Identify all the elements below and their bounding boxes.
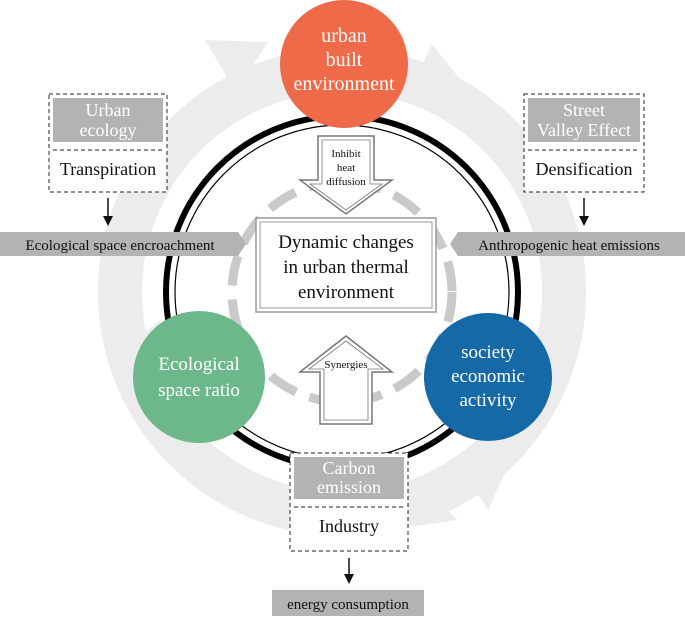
center-title-line1: Dynamic changes	[278, 232, 414, 253]
node-left-line1: Ecological	[158, 354, 239, 375]
inhibit-label-line3: diffusion	[326, 176, 366, 188]
node-top-line2: built	[326, 49, 363, 71]
box-carbon-header-line2: emission	[317, 477, 381, 497]
node-right-line1: society	[461, 342, 515, 363]
inhibit-label-line2: heat	[337, 162, 355, 174]
box-street-header-line2: Valley Effect	[537, 120, 631, 140]
cycle-arrowhead-bottom-right	[462, 440, 520, 510]
box-urban-ecology-header-line2: ecology	[80, 120, 137, 140]
bar-ecological-space-encroachment: Ecological space encroachment	[0, 232, 246, 256]
box-street-body: Densification	[536, 159, 633, 179]
box-street-header-line1: Street	[563, 100, 605, 120]
node-left-line2: space ratio	[158, 380, 240, 401]
center-title-line2: in urban thermal	[283, 257, 409, 278]
inhibit-arrow: Inhibit heat diffusion	[297, 135, 395, 215]
bar-right-label: Anthropogenic heat emissions	[478, 238, 660, 254]
synergies-label: Synergies	[324, 359, 367, 371]
synergies-arrow: Synergies	[297, 335, 395, 425]
box-carbon-body: Industry	[319, 516, 379, 536]
box-street-valley-effect: Street Valley Effect Densification	[523, 93, 645, 193]
dashed-gray-ring	[227, 177, 457, 407]
bar-left-label: Ecological space encroachment	[25, 238, 215, 254]
arrow-down-industry	[344, 558, 354, 584]
box-carbon-emission: Carbon emission Industry	[289, 452, 409, 552]
bar-anthropogenic-heat-emissions: Anthropogenic heat emissions	[450, 232, 685, 256]
node-right-line3: activity	[460, 390, 517, 411]
node-top-line3: environment	[293, 73, 395, 95]
node-top-line1: urban	[321, 25, 367, 47]
box-carbon-header-line1: Carbon	[323, 458, 376, 478]
cycle-arrowhead-top-left	[205, 40, 268, 92]
cycle-arrowhead-top-right	[408, 44, 470, 96]
box-urban-ecology-body: Transpiration	[60, 159, 156, 179]
center-title-line3: environment	[298, 282, 395, 303]
bar-bottom-label: energy consumption	[287, 597, 409, 613]
box-urban-ecology-header-line1: Urban	[86, 100, 131, 120]
arrow-down-transpiration	[103, 198, 113, 226]
node-right-line2: economic	[451, 366, 525, 387]
node-urban-built-environment: urban built environment	[280, 0, 408, 128]
box-urban-ecology: Urban ecology Transpiration	[48, 93, 168, 193]
node-ecological-space-ratio: Ecological space ratio	[133, 311, 265, 443]
arrow-down-densification	[579, 198, 589, 226]
cycle-arrowhead-bottom	[400, 488, 458, 528]
center-box: Dynamic changes in urban thermal environ…	[255, 217, 437, 313]
node-society-economic-activity: society economic activity	[424, 313, 552, 441]
bar-energy-consumption: energy consumption	[272, 590, 424, 616]
inhibit-label-line1: Inhibit	[331, 148, 360, 160]
